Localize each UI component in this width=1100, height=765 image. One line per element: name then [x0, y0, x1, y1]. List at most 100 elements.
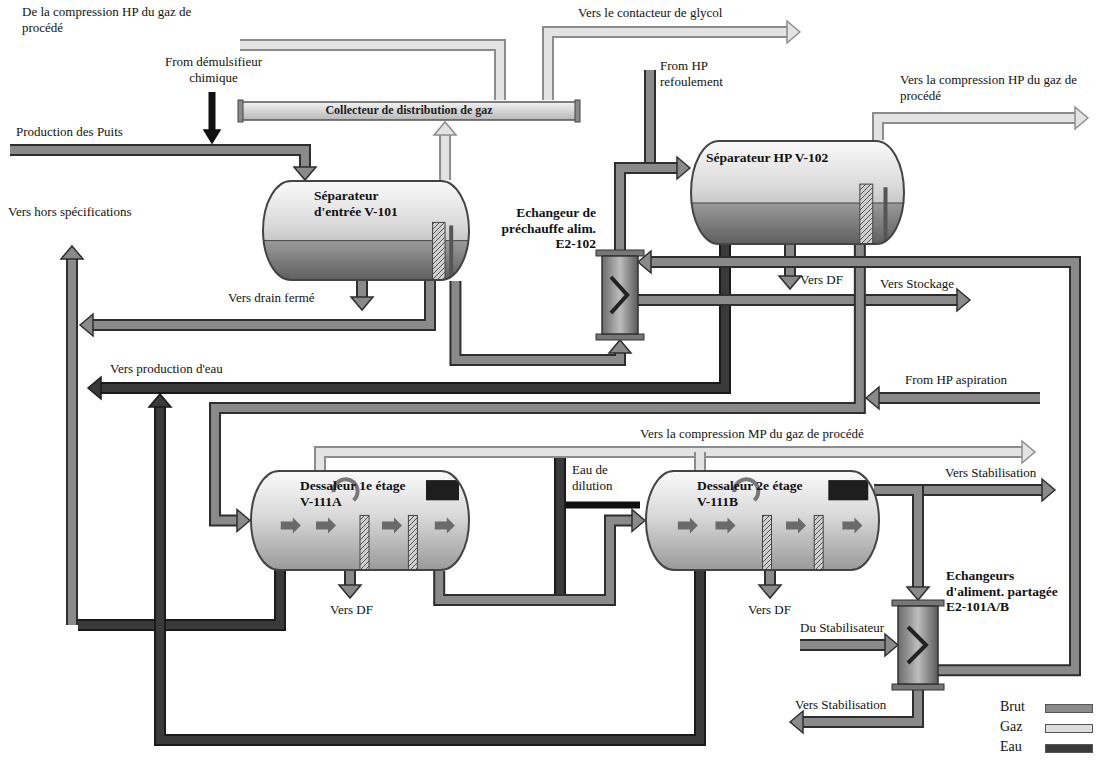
vessel-outline [251, 471, 469, 570]
flow-label: Eau de dilution [572, 462, 644, 493]
distributor-grid [814, 515, 823, 570]
pipe-outline [879, 392, 1040, 404]
pipe-fill [10, 150, 305, 167]
weir [884, 187, 888, 244]
flow-label: De la compression HP du gaz de procédé [22, 4, 222, 35]
flow-label: Vers hors spécifications [8, 204, 133, 220]
pipe-arrowhead [61, 246, 83, 259]
legend-text: Gaz [1000, 720, 1023, 734]
pipe-fill [215, 245, 860, 521]
separator-vessel: Séparateur HP V-102 [690, 140, 905, 245]
vessel-label: Echangeurs d'aliment. partagée E2-101A/B [946, 568, 1066, 615]
pipe-outline [78, 570, 280, 625]
pipe-fill [620, 168, 677, 250]
distributor-grid [408, 515, 417, 570]
flow-label: Production des Puits [16, 124, 123, 140]
header-cap [238, 100, 243, 122]
pipe-fill [93, 275, 430, 325]
pipe-outline [10, 150, 305, 167]
heat-exchanger: Echangeurs d'aliment. partagée E2-101A/B [898, 600, 938, 690]
pipe-arrowhead [339, 585, 361, 598]
flow-label: Vers Stockage [880, 276, 954, 292]
pipe-fill [879, 394, 1040, 402]
pipe-outline [209, 92, 216, 130]
pipe-arrowhead [632, 510, 645, 532]
heat-exchanger-shape [898, 600, 938, 690]
pipe-fill [441, 135, 449, 180]
pipe-fill [68, 259, 76, 625]
connectors [215, 122, 1075, 670]
legend-text: Eau [1000, 740, 1022, 754]
process-connector [638, 251, 1075, 670]
pipe-fill [766, 570, 774, 585]
pipe-arrowhead [907, 587, 929, 600]
legend-swatch [1045, 724, 1093, 733]
pipe-outline [160, 407, 700, 740]
process-connector [620, 157, 690, 250]
flow-arrow [382, 518, 402, 534]
process-pipes [10, 21, 1088, 740]
vessel-label: Séparateur HP V-102 [706, 150, 856, 166]
pipe-fill [918, 486, 1042, 494]
pipe-arrowhead [1075, 107, 1088, 129]
process-connector [439, 510, 645, 601]
flange [596, 250, 644, 256]
pipe-outline [764, 570, 776, 585]
flange [892, 600, 944, 606]
pipe-arrowhead [88, 377, 101, 399]
flange [892, 684, 944, 690]
pipe-outline [93, 275, 430, 325]
flow-arrow [786, 518, 806, 534]
flow-label: From HP refoulement [660, 58, 770, 89]
pipe-fill [696, 452, 704, 470]
desalter-vessel: Dessaleur 1e étage V-111A [250, 470, 470, 571]
pipe-fill [346, 570, 354, 585]
pipe-arrowhead [1042, 479, 1055, 501]
pipe-fill [800, 641, 885, 649]
pipe-arrowhead [1022, 441, 1035, 463]
vessel-body [251, 471, 469, 570]
flow-arrow [716, 518, 736, 534]
header-cap [575, 100, 580, 122]
pipe-fill [556, 458, 564, 600]
flow-label: Vers production d'eau [110, 361, 223, 377]
electrode-block [426, 480, 459, 500]
pipe-outline [874, 490, 918, 587]
flow-label: Vers le contacteur de glycol [578, 5, 722, 21]
electrode-block [828, 480, 868, 500]
flow-arrow [316, 518, 336, 534]
pipe-outline [651, 262, 1075, 670]
pipe-arrowhead [787, 21, 800, 43]
process-connector [215, 245, 860, 532]
pipe-arrowhead [294, 167, 316, 180]
flow-label: Du Stabilisateur [800, 620, 884, 636]
pipe-fill [878, 118, 1075, 140]
pipe-fill [651, 262, 1075, 670]
flow-label: From démulsifieur chimique [146, 54, 281, 85]
exchanger-shell [898, 606, 938, 684]
flow-label: Vers la compression MP du gaz de procédé [640, 426, 864, 442]
flow-label: Vers Stabilisation [945, 465, 1036, 481]
legend-swatch [1045, 704, 1093, 713]
pipe-outline [878, 118, 1075, 140]
pipe-fill [874, 490, 918, 587]
vessel-outline [646, 471, 879, 570]
pipe-arrowhead [790, 711, 803, 733]
pipe-arrowhead [80, 314, 93, 336]
flow-label: Vers DF [748, 602, 791, 618]
vessel-label: Dessaleur 1e étage V-111A [300, 478, 412, 509]
legend-swatch [1045, 744, 1093, 753]
process-connector [874, 490, 929, 600]
vessel-outline [691, 141, 904, 244]
pipe-fill [160, 407, 700, 740]
pipe-fill [210, 92, 215, 130]
pipe-fill [566, 503, 640, 508]
vessel-body [691, 141, 904, 244]
vessel-label: Séparateur d'entrée V-101 [314, 188, 426, 219]
pipe-fill [548, 32, 787, 100]
pipe-fill [240, 45, 500, 100]
heat-exchanger: Echangeur de préchauffe alim. E2-102 [602, 250, 638, 340]
mesh-pad [433, 222, 445, 280]
pipe-outline [439, 135, 451, 180]
